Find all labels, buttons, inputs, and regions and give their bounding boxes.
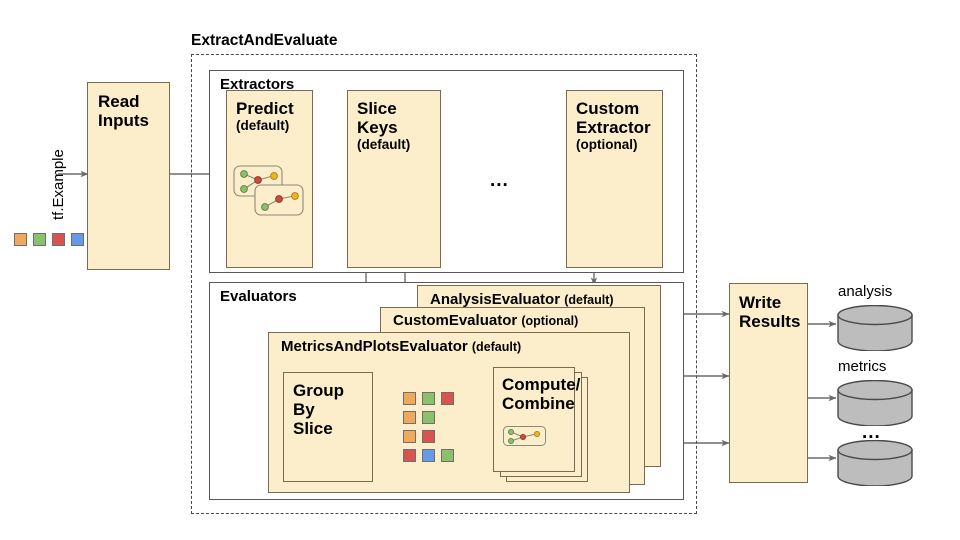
output-label-metrics: metrics (838, 358, 887, 375)
swatch (403, 411, 416, 424)
predict-subtitle: (default) (236, 118, 290, 133)
metrics-and-plots-evaluator-name: MetricsAndPlotsEvaluator (281, 338, 468, 355)
metrics-and-plots-evaluator-label: MetricsAndPlotsEvaluator (default) (269, 333, 629, 355)
swatch (422, 392, 435, 405)
swatch (403, 430, 416, 443)
analysis-evaluator-label: AnalysisEvaluator (default) (418, 286, 660, 308)
evaluators-title: Evaluators (220, 288, 297, 305)
swatch (14, 233, 27, 246)
analysis-evaluator-name: AnalysisEvaluator (430, 291, 561, 308)
swatch (441, 392, 454, 405)
custom-evaluator-name: CustomEvaluator (393, 312, 518, 329)
extract-and-evaluate-group (191, 54, 697, 514)
swatch (403, 392, 416, 405)
predict-title: Predict (236, 99, 294, 118)
swatch (403, 449, 416, 462)
custom-evaluator-label: CustomEvaluator (optional) (381, 308, 644, 329)
swatch (422, 449, 435, 462)
compute-combine-title: Compute/Combine (502, 375, 581, 413)
slice-keys-subtitle: (default) (357, 137, 411, 152)
swatch (422, 430, 435, 443)
output-label-ellipsis: ... (862, 422, 881, 443)
predict-node[interactable]: Predict (default) (226, 90, 313, 268)
compute-combine-node[interactable]: Compute/Combine (493, 367, 581, 472)
custom-evaluator-tag: (optional) (521, 314, 579, 328)
swatch (33, 233, 46, 246)
extractors-title: Extractors (220, 76, 295, 93)
custom-extractor-subtitle: (optional) (576, 137, 638, 152)
extractor-ellipsis: ... (490, 170, 509, 191)
swatch (441, 449, 454, 462)
graph-glyph-icon (233, 165, 304, 216)
output-label-analysis: analysis (838, 283, 893, 300)
metrics-datastore-icon[interactable] (836, 380, 914, 426)
other-datastore-icon[interactable] (836, 440, 914, 486)
swatch (52, 233, 65, 246)
input-label: tf.Example (50, 149, 67, 220)
extract-and-evaluate-title: ExtractAndEvaluate (191, 32, 338, 49)
input-swatch-group (14, 233, 84, 247)
slice-swatch-grid (403, 392, 459, 466)
swatch (71, 233, 84, 246)
metrics-and-plots-evaluator-tag: (default) (471, 340, 522, 354)
analysis-datastore-icon[interactable] (836, 305, 914, 351)
swatch (422, 411, 435, 424)
graph-glyph-icon (503, 426, 546, 446)
analysis-evaluator-tag: (default) (564, 293, 614, 307)
